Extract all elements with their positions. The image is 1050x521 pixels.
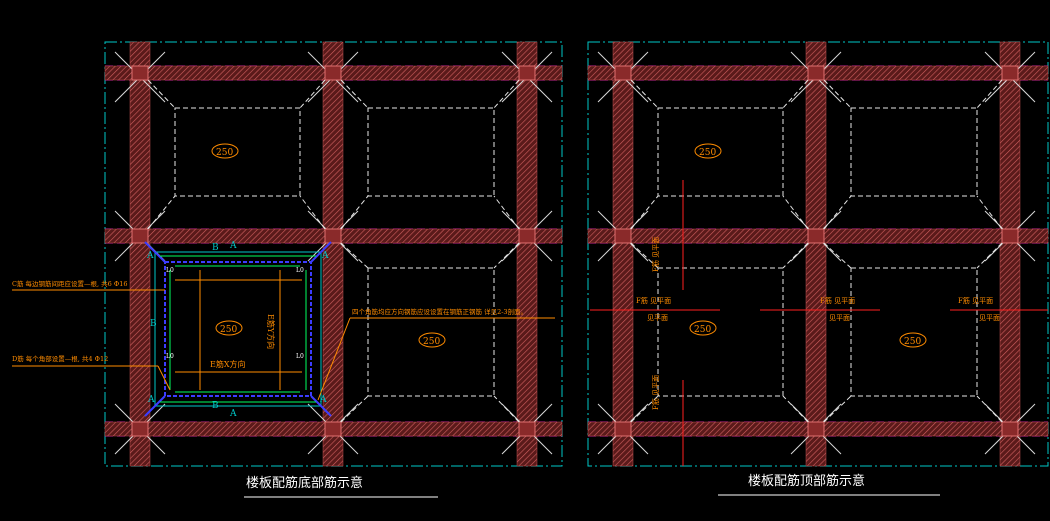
- label-a-tl: A: [146, 251, 154, 261]
- left-column-heads: [131, 65, 536, 437]
- label-b-top: B: [212, 243, 219, 253]
- left-plan: B B B A A A A A A L0 L0 L0 L0 E筋X方向 E筋Y方…: [12, 41, 563, 498]
- right-column-heads: [614, 65, 1019, 437]
- label-a-br: A: [319, 395, 327, 405]
- thickness-label-2: 250: [220, 325, 237, 335]
- callout-note: 四个角筋均应方向钢筋应设设置在钢筋正钢筋 详见2-3剖面。: [352, 307, 527, 316]
- right-slab-panels: [630, 79, 1003, 423]
- thickness-label-4: 250: [699, 148, 716, 158]
- left-title: 楼板配筋底部筋示意: [246, 475, 363, 491]
- f-label-x-2: F筋 见平面: [820, 296, 855, 305]
- callout-c-bar: C筋 每边钢筋间距应设置—根, 共6 Φ16: [12, 279, 127, 288]
- label-lo-3: L0: [166, 353, 174, 360]
- thickness-label-5: 250: [694, 325, 711, 335]
- right-f-bars: [590, 180, 1048, 466]
- left-rebar-detail: [144, 241, 332, 417]
- left-thickness-tags: [211, 143, 446, 348]
- label-a-tr: A: [321, 251, 329, 261]
- label-a-bottom: A: [229, 409, 237, 419]
- f-label-x-1: F筋 见平面: [636, 296, 671, 305]
- right-thickness-tags: [689, 143, 927, 348]
- f-label-y-bottom: F筋 见平面: [651, 375, 660, 410]
- label-a-bl: A: [147, 395, 155, 405]
- f-sub-3: 见平面: [979, 314, 1000, 322]
- label-lo-1: L0: [166, 267, 174, 274]
- label-b-bottom: B: [212, 401, 219, 411]
- label-e-x: E筋X方向: [210, 359, 246, 369]
- label-b-left: B: [150, 319, 157, 329]
- f-sub-1: 见平面: [647, 314, 668, 322]
- thickness-label-3: 250: [423, 337, 440, 347]
- thickness-label-6: 250: [904, 337, 921, 347]
- right-title: 楼板配筋顶部筋示意: [748, 473, 865, 489]
- label-a-top: A: [229, 241, 237, 251]
- f-sub-2: 见平面: [829, 314, 850, 322]
- f-label-y-top: F筋 见平面: [651, 237, 660, 272]
- thickness-label-1: 250: [216, 148, 233, 158]
- callout-d-bar: D筋 每个角部设置—根, 共4 Φ12: [12, 354, 108, 363]
- label-e-y: E筋Y方向: [266, 314, 276, 349]
- right-plan: F筋 见平面 F筋 见平面 F筋 见平面 F筋 见平面 F筋 见平面 见平面 见…: [587, 41, 1049, 496]
- f-label-x-3: F筋 见平面: [958, 296, 993, 305]
- left-slab-panels: [147, 79, 520, 423]
- label-lo-2: L0: [296, 267, 304, 274]
- label-lo-4: L0: [296, 353, 304, 360]
- left-callouts: [12, 289, 555, 401]
